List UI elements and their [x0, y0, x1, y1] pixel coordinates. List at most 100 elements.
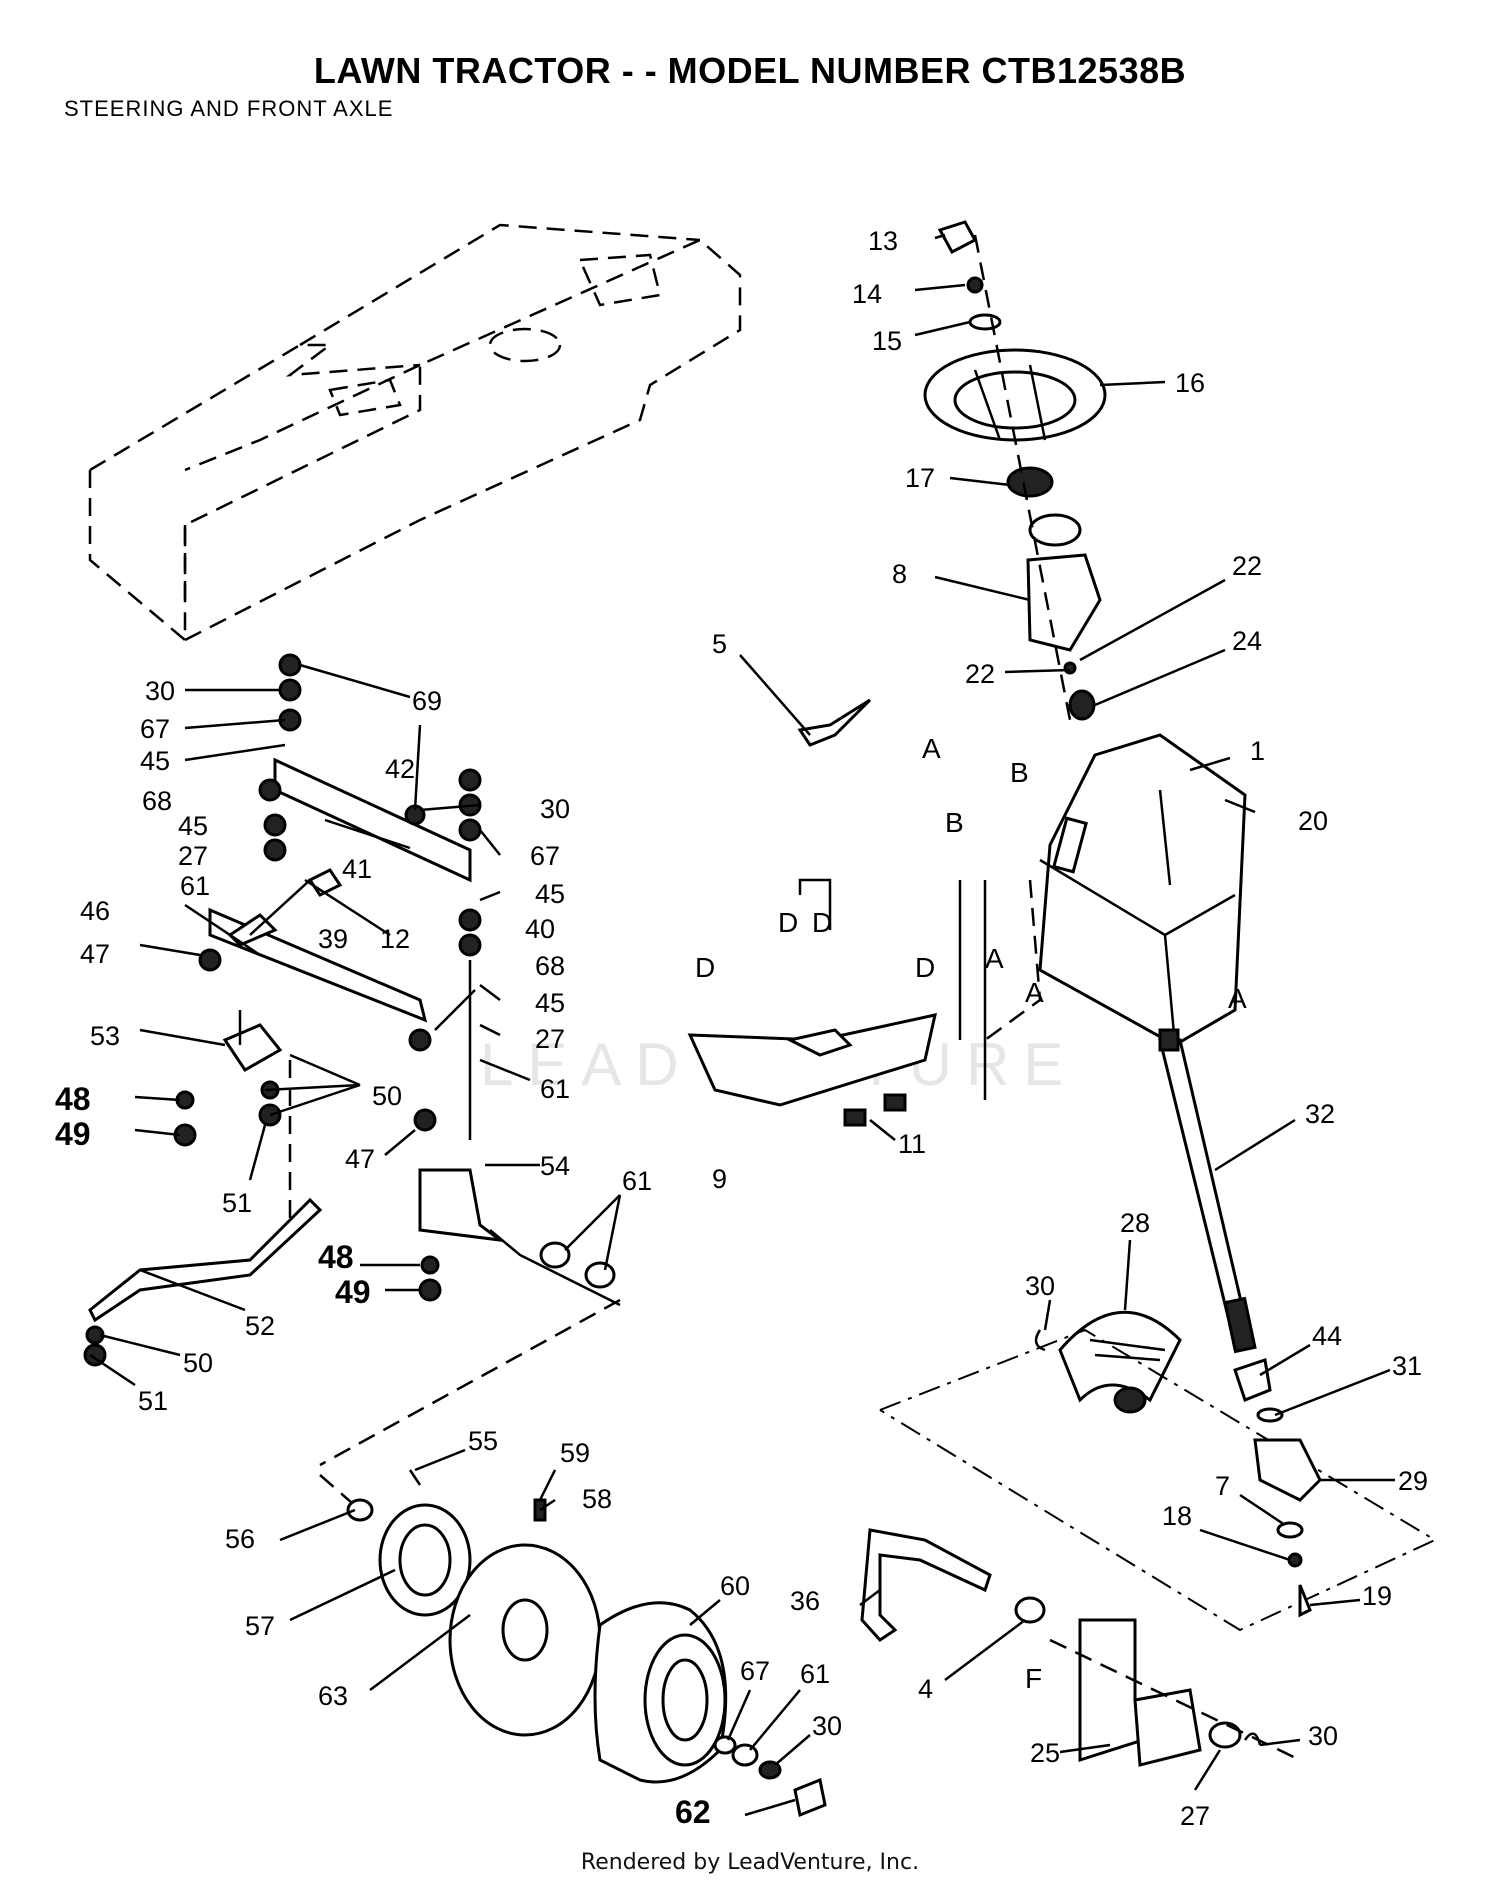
letter-D-1: D — [778, 907, 798, 938]
letter-B-2: B — [945, 807, 964, 838]
letter-A-3: A — [1025, 977, 1044, 1008]
callout-51-b: 51 — [138, 1386, 168, 1416]
callout-54: 54 — [540, 1151, 570, 1181]
callout-45-a: 45 — [140, 746, 170, 776]
callout-32: 32 — [1305, 1099, 1335, 1129]
callout-36: 36 — [790, 1586, 820, 1616]
footer-credit: Rendered by LeadVenture, Inc. — [580, 1850, 920, 1875]
callout-52: 52 — [245, 1311, 275, 1341]
callout-28: 28 — [1120, 1208, 1150, 1238]
letter-A-4: A — [1228, 983, 1247, 1014]
callout-8: 8 — [892, 559, 907, 589]
drag-link — [860, 1528, 1046, 1642]
callout-67-b: 67 — [530, 841, 560, 871]
letter-D-4: D — [915, 952, 935, 983]
callout-30-b: 30 — [540, 794, 570, 824]
callout-61-b: 61 — [540, 1074, 570, 1104]
front-wheel-assembly — [319, 1469, 827, 1818]
callout-61-d: 61 — [800, 1659, 830, 1689]
callout-57: 57 — [245, 1611, 275, 1641]
callout-4: 4 — [918, 1674, 933, 1704]
callout-30-d: 30 — [812, 1711, 842, 1741]
callout-22-lower: 22 — [965, 659, 995, 689]
callout-39: 39 — [318, 924, 348, 954]
callout-30-a: 30 — [145, 676, 175, 706]
callout-50-a: 50 — [372, 1081, 402, 1111]
callout-49-b: 49 — [335, 1274, 371, 1310]
callout-numbers: 13 14 15 16 17 8 22 22 24 5 1 20 30 69 6… — [55, 226, 1428, 1831]
letter-F-1: F — [1025, 1663, 1042, 1694]
callout-46: 46 — [80, 896, 110, 926]
pinion-parts — [1233, 1358, 1322, 1618]
callout-61-a: 61 — [180, 871, 210, 901]
callout-67-c: 67 — [740, 1656, 770, 1686]
callout-30-e: 30 — [1308, 1721, 1338, 1751]
callout-68-a: 68 — [142, 786, 172, 816]
callout-67-a: 67 — [140, 714, 170, 744]
callout-68-b: 68 — [535, 951, 565, 981]
callout-11: 11 — [898, 1129, 926, 1159]
callout-69-a: 69 — [412, 686, 442, 716]
diagram-subtitle: STEERING AND FRONT AXLE — [64, 96, 394, 121]
callout-49-a: 49 — [55, 1116, 91, 1152]
callout-63: 63 — [318, 1681, 348, 1711]
callout-7: 7 — [1215, 1471, 1230, 1501]
letter-D-2: D — [812, 907, 832, 938]
reference-letters: A B B D D D D A A A F — [695, 733, 1247, 1694]
callout-48-a: 48 — [55, 1081, 91, 1117]
callout-22-upper: 22 — [1232, 551, 1262, 581]
axle-frame-outline — [879, 1328, 1438, 1632]
callout-41: 41 — [342, 854, 372, 884]
letter-B-1: B — [1010, 757, 1029, 788]
callout-45-b: 45 — [178, 811, 208, 841]
callout-25: 25 — [1030, 1738, 1060, 1768]
steering-wheel-assembly — [923, 220, 1107, 721]
dash-console — [1038, 733, 1247, 1047]
frame-body-outline — [88, 223, 742, 643]
callout-40: 40 — [525, 914, 555, 944]
callout-56: 56 — [225, 1524, 255, 1554]
callout-29: 29 — [1398, 1466, 1428, 1496]
callout-18: 18 — [1162, 1501, 1192, 1531]
part-5-shape — [797, 698, 872, 747]
leader-lines — [89, 233, 1395, 1817]
callout-62: 62 — [675, 1794, 711, 1830]
callout-16: 16 — [1175, 368, 1205, 398]
callout-47-a: 47 — [80, 939, 110, 969]
callout-24: 24 — [1232, 626, 1262, 656]
front-axle-linkage — [83, 653, 621, 1467]
sector-gear — [1034, 1310, 1182, 1414]
callout-17: 17 — [905, 463, 935, 493]
axle-bracket — [1049, 1618, 1301, 1767]
callout-61-c: 61 — [622, 1166, 652, 1196]
callout-14: 14 — [852, 279, 882, 309]
letter-A-1: A — [922, 733, 941, 764]
callout-13: 13 — [868, 226, 898, 256]
callout-47-b: 47 — [345, 1144, 375, 1174]
callout-27-c: 27 — [1180, 1801, 1210, 1831]
callout-1: 1 — [1250, 736, 1265, 766]
callout-5: 5 — [712, 629, 727, 659]
callout-27-a: 27 — [178, 841, 208, 871]
callout-45-c: 45 — [535, 879, 565, 909]
callout-9: 9 — [712, 1164, 727, 1194]
steering-shaft — [1158, 1028, 1257, 1354]
callout-50-b: 50 — [183, 1348, 213, 1378]
callout-51-a: 51 — [222, 1188, 252, 1218]
callout-55: 55 — [468, 1426, 498, 1456]
callout-44: 44 — [1312, 1321, 1342, 1351]
callout-19: 19 — [1362, 1581, 1392, 1611]
callout-15: 15 — [872, 326, 902, 356]
callout-42: 42 — [385, 754, 415, 784]
callout-30-c: 30 — [1025, 1271, 1055, 1301]
callout-59: 59 — [560, 1438, 590, 1468]
callout-31: 31 — [1392, 1351, 1422, 1381]
callout-45-d: 45 — [535, 988, 565, 1018]
letter-A-2: A — [985, 943, 1004, 974]
callout-58: 58 — [582, 1484, 612, 1514]
callout-60: 60 — [720, 1571, 750, 1601]
callout-48-b: 48 — [318, 1239, 354, 1275]
callout-53: 53 — [90, 1021, 120, 1051]
floor-plate — [687, 878, 1042, 1127]
